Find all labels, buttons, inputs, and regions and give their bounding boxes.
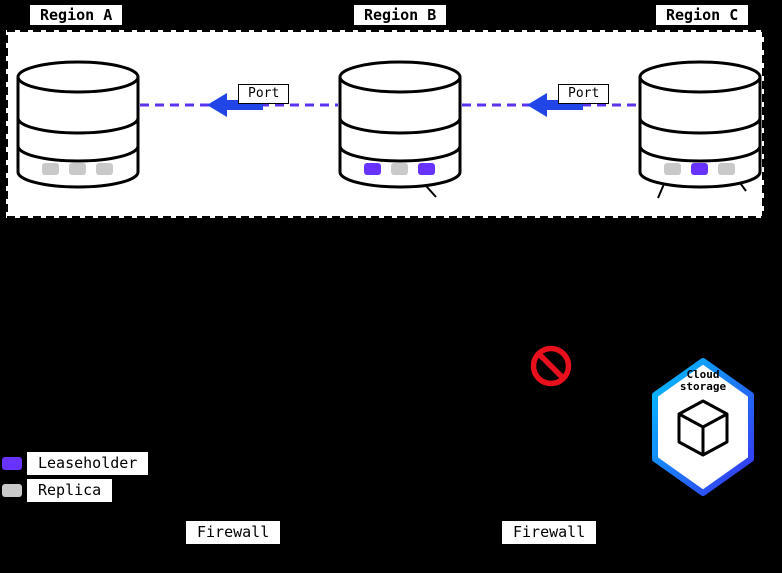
replica-row-region-c <box>664 163 735 175</box>
replica-row-region-a <box>42 163 113 175</box>
leaseholder-swatch <box>2 457 22 470</box>
cloud-storage-label: Cloud storage <box>679 368 727 393</box>
replica-marker <box>69 163 86 175</box>
replica-row-region-b <box>364 163 435 175</box>
firewall-label-2: Firewall <box>502 521 597 544</box>
database-icon-region-a <box>16 60 140 189</box>
replica-marker <box>664 163 681 175</box>
port-label-b-c: Port <box>558 84 610 104</box>
leaseholder-marker <box>364 163 381 175</box>
region-b-label: Region B <box>352 3 449 27</box>
legend-replica-label: Replica <box>27 479 113 502</box>
no-entry-icon <box>530 345 572 387</box>
replica-marker <box>96 163 113 175</box>
cube-icon <box>677 399 729 457</box>
database-icon-region-b <box>338 60 462 189</box>
firewall-label-1: Firewall <box>186 521 281 544</box>
leaseholder-marker <box>691 163 708 175</box>
replica-marker <box>42 163 59 175</box>
region-a-label: Region A <box>28 3 125 27</box>
replica-marker <box>718 163 735 175</box>
database-icon-region-c <box>638 60 762 189</box>
legend-leaseholder-label: Leaseholder <box>27 452 149 475</box>
region-c-label: Region C <box>654 3 751 27</box>
port-label-a-b: Port <box>238 84 290 104</box>
leaseholder-marker <box>418 163 435 175</box>
replica-marker <box>391 163 408 175</box>
replica-swatch <box>2 484 22 497</box>
